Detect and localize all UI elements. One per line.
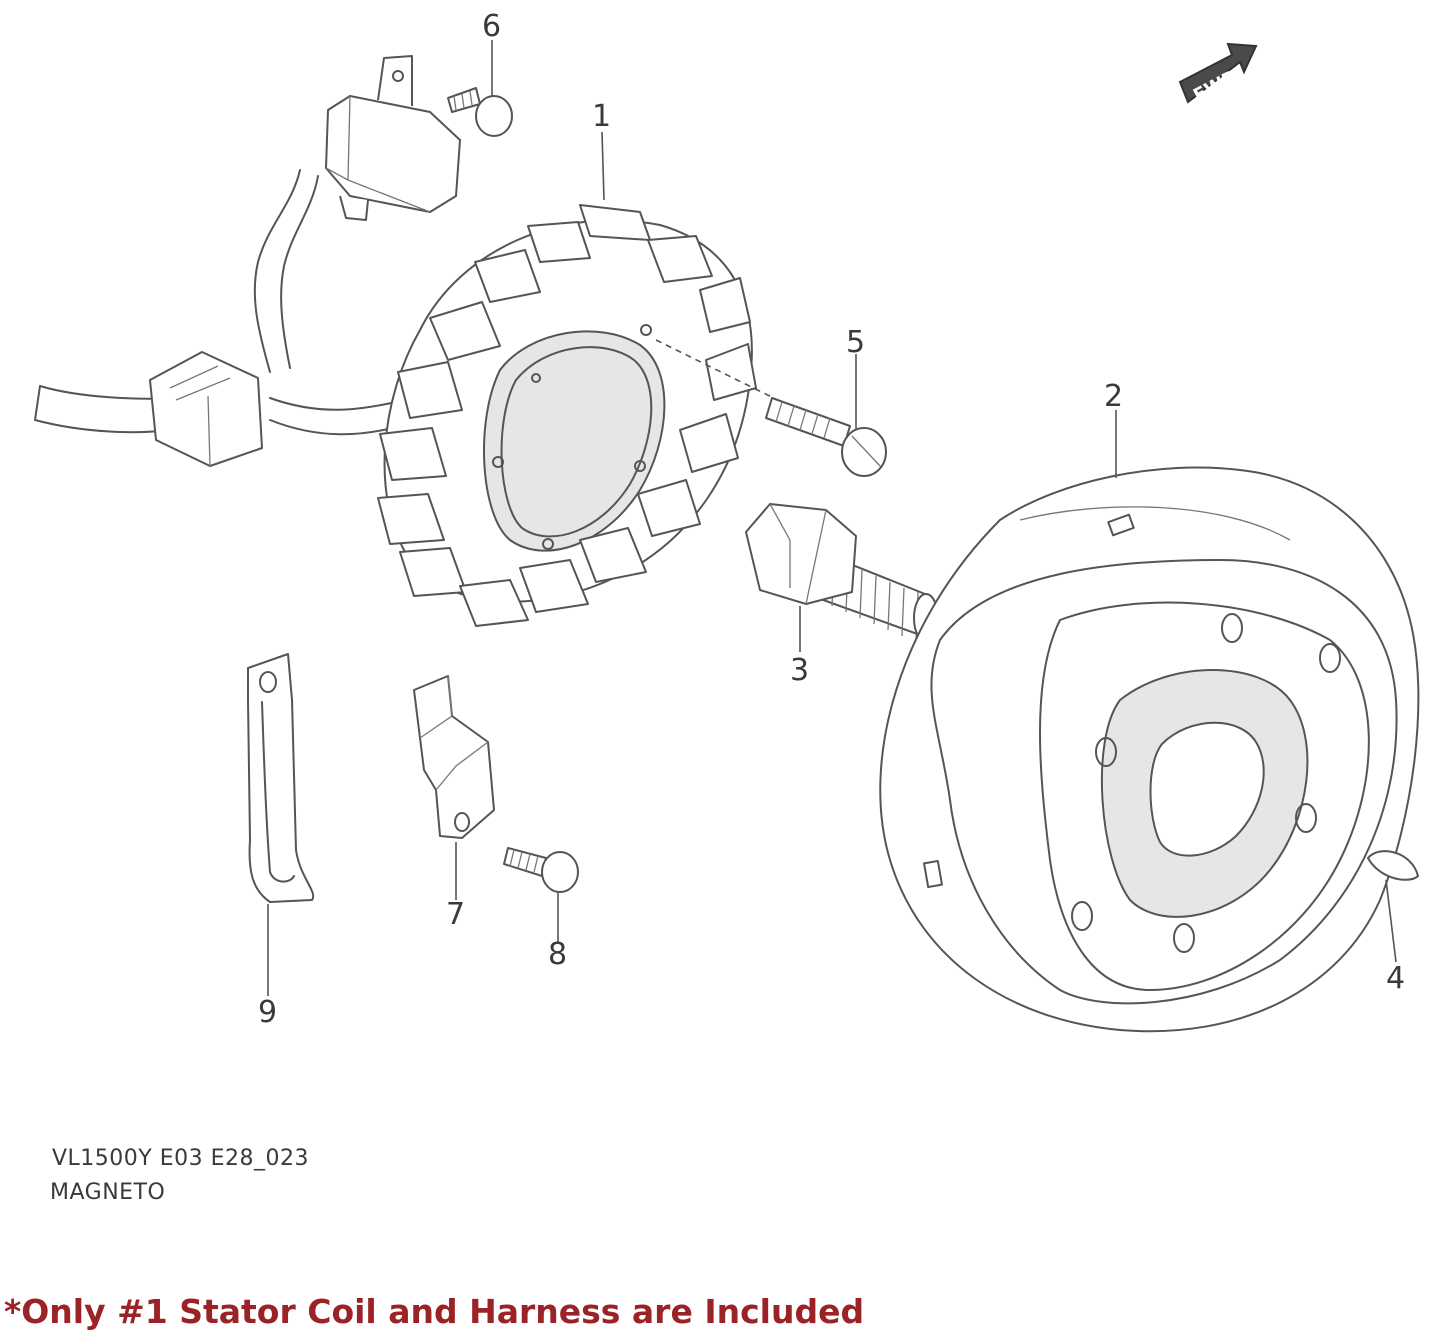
bolt-part-6: [447, 87, 513, 137]
rotor-bolt-part-3: [745, 503, 939, 643]
callout-2: 2: [1104, 379, 1123, 414]
diagram-group-name: MAGNETO: [50, 1180, 166, 1205]
callout-9: 9: [258, 995, 277, 1030]
clamp-part-7: [413, 675, 495, 839]
callout-numbers: 1 2 3 4 5 6 7 8 9: [258, 9, 1405, 1030]
rotor-flywheel: [879, 466, 1420, 1033]
callout-6: 6: [482, 9, 501, 44]
stator-poles: [377, 204, 757, 627]
bolt-part-5: [655, 339, 887, 477]
stator-coil: [377, 204, 757, 627]
included-parts-note: *Only #1 Stator Coil and Harness are Inc…: [4, 1292, 865, 1331]
fwd-arrow-marker: FWD: [1178, 42, 1258, 107]
callout-3: 3: [790, 653, 809, 688]
woodruff-key-part-4: [1367, 850, 1419, 881]
callout-7: 7: [446, 897, 465, 932]
callout-leader-lines: [267, 40, 1397, 996]
callout-1: 1: [592, 99, 611, 134]
callout-8: 8: [548, 937, 567, 972]
strap-part-9: [247, 653, 315, 903]
bolt-part-8: [503, 847, 579, 893]
callout-5: 5: [846, 325, 865, 360]
model-code: VL1500Y E03 E28_023: [52, 1146, 309, 1171]
callout-4: 4: [1386, 961, 1405, 996]
